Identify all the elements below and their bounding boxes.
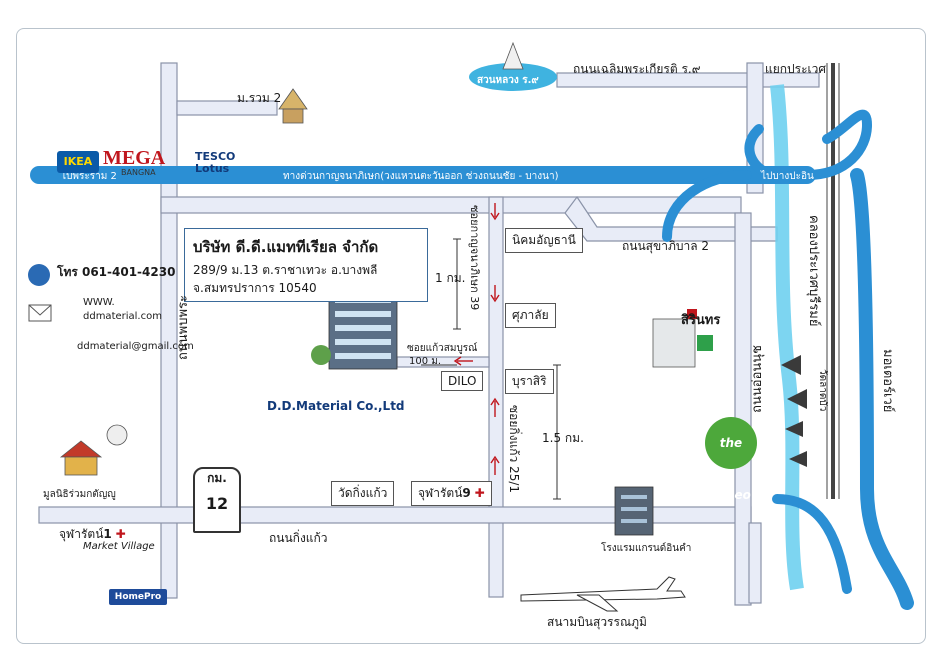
route-arrows (453, 203, 500, 475)
map-frame: ม.รวม 2 ถนนเฉลิมพระเกียรติ ร.๙ แยกประเวศ… (16, 28, 926, 644)
company-name-th: บริษัท ดี.ดี.แมททีเรียล จำกัด (193, 238, 379, 256)
chularat9-number: 9 (462, 486, 471, 500)
distance-1-5km: 1.5 กม. (542, 431, 584, 445)
hospital-cross-icon: ✚ (115, 527, 126, 541)
expressway (30, 109, 914, 610)
airplane-icon (520, 576, 686, 612)
hotel-label: โรงแรมแกรนด์อินคำ (601, 543, 692, 554)
road-on-nut (734, 212, 752, 606)
tesco-label: TESCO (195, 150, 236, 163)
paseo-logo: the Paseo (705, 417, 757, 502)
mail-icon (28, 304, 52, 322)
www-label: WWW. (83, 297, 115, 308)
km-marker-number: 12 (205, 494, 229, 513)
motorway-label: มอเตอร์เวย์ (880, 349, 895, 413)
km-marker-label: กม. (207, 471, 227, 485)
hospital-sirin-label: สิรินทร (681, 313, 721, 328)
soi-39-label: ซอยกาญจนาภิเษก 39 (468, 205, 481, 311)
landmark-burasiri: บุราสิริ (505, 369, 554, 394)
temple-top-icon (278, 88, 308, 124)
landmark-supalai: ศุภาลัย (505, 303, 556, 328)
expressway-center-label: ทางด่วนกาญจนาภิเษก(วงแหวนตะวันออก ช่วงถน… (283, 171, 559, 182)
globe-icon (28, 264, 50, 286)
landmark-chularat9: จุฬารัตน์9 ✚ (411, 481, 492, 506)
airport-label: สนามบินสุวรรณภูมิ (547, 615, 647, 629)
road-chaloem-label: ถนนเฉลิมพระเกียรติ ร.๙ (573, 62, 701, 76)
road-on-nut-label: ถนนอ่อนนุช (750, 345, 765, 413)
road-soi-ruam-label: ม.รวม 2 (237, 91, 282, 105)
road-frontage (160, 196, 742, 214)
chularat1-label: จุฬารัตน์1 ✚ (59, 525, 126, 544)
suan-luang-label: สวนหลวง ร.๙ (477, 75, 539, 86)
canal-fish (781, 355, 807, 467)
hotel-building (614, 486, 654, 536)
foundation-icon (59, 424, 128, 476)
chularat1-number: 1 (103, 527, 112, 541)
foundation-label: มูลนิธิร่วมกตัญญู (43, 489, 116, 500)
motorway (850, 168, 914, 610)
landmark-dilo: DILO (441, 371, 484, 391)
road-right-lower (748, 522, 762, 604)
hospital-cross-icon: ✚ (474, 486, 485, 500)
chularat9-label: จุฬารัตน์ (418, 486, 463, 500)
phone-label: โทร 061-401-4230 (57, 265, 176, 279)
suan-luang-park (469, 41, 557, 91)
canal (770, 84, 804, 591)
wat-lat-label: วัดลาดบัว (817, 369, 828, 412)
hospital-building (652, 309, 713, 368)
canal-label: คลองประเวศบุรีรมย์ (806, 215, 821, 327)
soi-25-label: ซอยกิ่งแก้ว 25/1 (507, 405, 521, 494)
road-sukhaphiban-label: ถนนสุขาภิบาล 2 (622, 239, 710, 253)
mega-sub-label: BANGNA (121, 168, 156, 177)
distance-100m: 100 ม. (409, 356, 442, 367)
soi-somboon-label: ซอยแก้วสมบูรณ์ (407, 343, 478, 354)
contact-icons (28, 264, 52, 322)
email-link[interactable]: ddmaterial@gmail.com (77, 341, 194, 352)
road-soi-39 (488, 196, 504, 598)
landmark-nikom: นิคมอัญธานี (505, 228, 583, 253)
expressway-left-label: ไปพระราม 2 (61, 171, 117, 182)
distance-1km: 1 กม. (435, 271, 466, 285)
homepro-logo: HomePro (109, 589, 167, 605)
road-soi-ruam (176, 100, 278, 116)
landmark-wat-kingkaew: วัดกิ่งแก้ว (331, 481, 395, 506)
company-name-en: D.D.Material Co.,Ltd (267, 399, 405, 413)
company-address-2: จ.สมทรปราการ 10540 (193, 281, 317, 295)
road-kingkaew-label: ถนนกิ่งแก้ว (269, 531, 328, 545)
ikea-logo: IKEA (57, 151, 99, 173)
intersection-prawet-label: แยกประเวศ (765, 62, 826, 76)
company-address-1: 289/9 ม.13 ต.ราชาเทวะ อ.บางพลี (193, 263, 378, 277)
market-village-label: Market Village (83, 541, 155, 552)
distance-markers (421, 238, 561, 500)
website-link[interactable]: ddmaterial.com (83, 311, 162, 322)
lotus-label: Lotus (195, 162, 230, 175)
road-left-vertical-label: ถนนพบพระ (176, 295, 191, 360)
mega-logo: MEGA (103, 147, 166, 169)
company-address-card: บริษัท ดี.ดี.แมททีเรียล จำกัด 289/9 ม.13… (184, 228, 428, 302)
local-roads (38, 62, 820, 606)
km-marker-pin: กม. 12 (193, 467, 241, 533)
chularat1-name: จุฬารัตน์ (59, 527, 104, 541)
expressway-right-label: ไปบางปะอิน (761, 171, 814, 182)
